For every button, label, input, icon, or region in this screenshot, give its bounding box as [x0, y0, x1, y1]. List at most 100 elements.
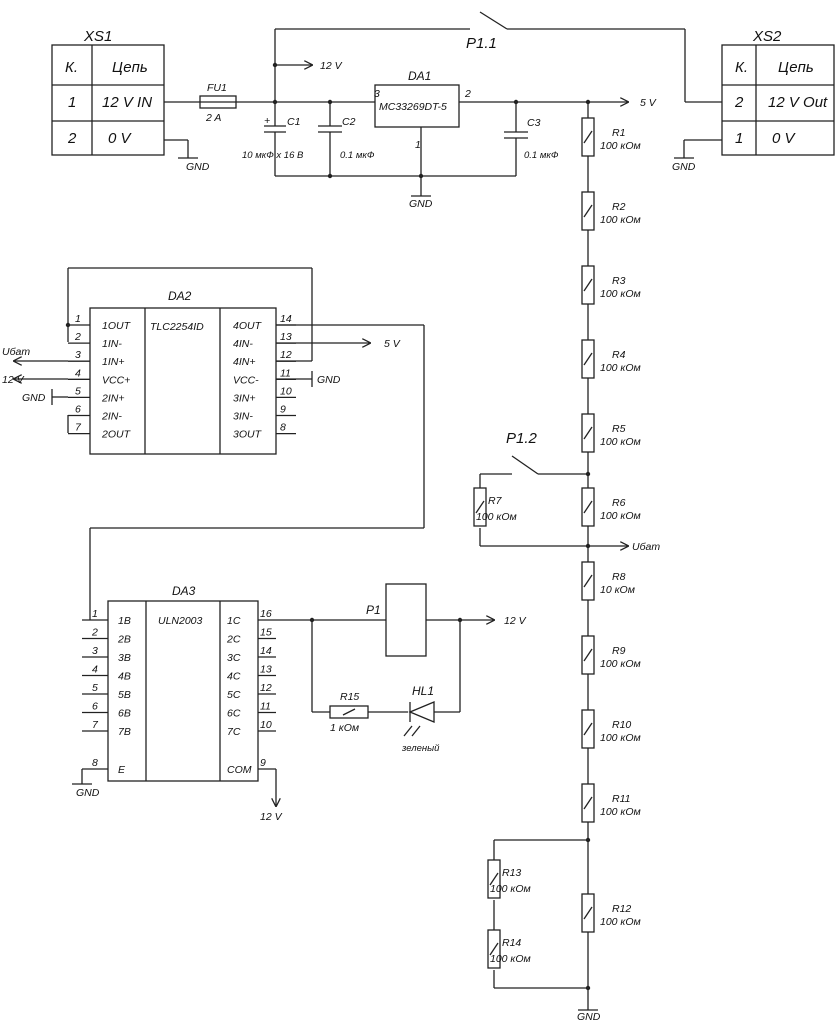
p12-label: P1.2 — [506, 430, 538, 447]
gnd-opamp-right-label: GND — [317, 374, 341, 386]
da2-pin-12-name: 4IN+ — [233, 356, 255, 368]
da3-pin-1-num: 1 — [92, 608, 98, 620]
da3-pin-9-name: COM — [227, 764, 252, 776]
da3-pin-4-name: 4B — [118, 671, 131, 683]
da3-pin-15-num: 15 — [260, 627, 272, 639]
resistor-r1 — [581, 117, 595, 157]
resistor-r4-value: 100 кОм — [600, 362, 641, 374]
resistor-r6 — [581, 487, 595, 527]
da2-pin-14-name: 4OUT — [233, 320, 263, 332]
net-ubat-in: Uбат — [2, 346, 30, 358]
net-5v-top: 5 V — [640, 97, 657, 109]
connector-xs1: XS1 К. Цепь 1 12 V IN 2 0 V — [51, 28, 165, 156]
regulator-da1 — [374, 84, 460, 128]
resistor-r10 — [581, 709, 595, 749]
resistor-r7-value: 100 кОм — [476, 511, 517, 523]
net-12v-opamp: 12 V — [2, 374, 25, 386]
da3-ref: DA3 — [172, 584, 196, 598]
resistor-r14 — [487, 929, 501, 969]
da3-pin-11-name: 6C — [227, 708, 241, 720]
da3-pin-3-name: 3B — [118, 652, 131, 664]
c1-ref: C1 — [287, 116, 300, 128]
c1-value: 10 мкФ x 16 В — [242, 150, 304, 161]
gnd-opamp-left-label: GND — [22, 392, 46, 404]
fu1-ref: FU1 — [207, 82, 227, 94]
switch-p12 — [511, 455, 539, 475]
da2-pin-4-num: 4 — [75, 367, 81, 379]
da2-pin-10-name: 3IN+ — [233, 392, 255, 404]
xs1-row2-net: 0 V — [108, 130, 133, 147]
da3-pin-4-num: 4 — [92, 664, 98, 676]
da2-part: TLC2254ID — [150, 321, 204, 333]
da3-pin-2-name: 2B — [117, 634, 131, 646]
xs1-row2-k: 2 — [67, 130, 77, 147]
hl1-ref: HL1 — [412, 684, 434, 698]
da3-pin-15-name: 2C — [226, 634, 241, 646]
da2-pin-11-name: VCC- — [233, 374, 259, 386]
da3-pin-11-num: 11 — [260, 701, 271, 713]
gnd-xs1-label: GND — [186, 161, 210, 173]
c2-value: 0.1 мкФ — [340, 150, 375, 161]
r15-ref: R15 — [340, 691, 359, 703]
resistor-r8-ref: R8 — [612, 571, 626, 583]
resistor-r1-ref: R1 — [612, 127, 625, 139]
da3-pin-8-num: 8 — [92, 757, 98, 769]
relay-coil-p1 — [385, 583, 427, 657]
da3-pin-12-name: 5C — [227, 689, 241, 701]
c3-ref: C3 — [527, 117, 541, 129]
da2-pin-4-name: VCC+ — [102, 374, 130, 386]
resistor-r7 — [473, 487, 487, 527]
resistor-r5-value: 100 кОм — [600, 436, 641, 448]
xs2-head-k: К. — [735, 59, 748, 76]
resistor-r9 — [581, 635, 595, 675]
da3-pin-3-num: 3 — [92, 645, 98, 657]
resistor-r1-value: 100 кОм — [600, 140, 641, 152]
xs2-title: XS2 — [752, 28, 782, 45]
resistor-r13 — [487, 859, 501, 899]
resistor-r10-ref: R10 — [612, 719, 631, 731]
da2-pin-14-num: 14 — [280, 313, 292, 325]
gnd-da3-label: GND — [76, 787, 100, 799]
resistor-r13-ref: R13 — [502, 867, 521, 879]
resistor-r4 — [581, 339, 595, 379]
da3-pin-16-num: 16 — [260, 608, 272, 620]
da3-pin-13-name: 4C — [227, 671, 241, 683]
da2-pin-10-num: 10 — [280, 385, 292, 397]
resistor-r4-ref: R4 — [612, 349, 626, 361]
resistor-r3-ref: R3 — [612, 275, 626, 287]
gnd-da1-label: GND — [409, 198, 433, 210]
da2-pin-2-name: 1IN- — [102, 338, 122, 350]
switch-p11 — [479, 11, 508, 30]
resistor-r5 — [581, 413, 595, 453]
da2-pin-6-name: 2IN- — [101, 411, 122, 423]
da3-pin-12-num: 12 — [260, 682, 272, 694]
resistor-r9-value: 100 кОм — [600, 658, 641, 670]
xs1-row1-net: 12 V IN — [102, 94, 152, 111]
da2-pin-6-num: 6 — [75, 404, 81, 416]
da2-pin-1-num: 1 — [75, 313, 81, 325]
relay-section: P1 12 V R15 1 кОм HL1 зеленый — [276, 583, 527, 754]
net-12v-top: 12 V — [320, 60, 343, 72]
da2-pin-1-name: 1OUT — [102, 320, 132, 332]
da3-pin-7-name: 7B — [118, 726, 131, 738]
da1-pin-gnd: 1 — [415, 139, 421, 151]
da2-pin-8-name: 3OUT — [233, 429, 263, 441]
da3-pin-6-name: 6B — [118, 708, 131, 720]
net-ubat-out: Uбат — [632, 541, 660, 553]
resistor-r3-value: 100 кОм — [600, 288, 641, 300]
da3-pin-10-name: 7C — [227, 726, 241, 738]
da3-pin-9-num: 9 — [260, 757, 266, 769]
da3-pin-2-num: 2 — [91, 627, 98, 639]
c3-value: 0.1 мкФ — [524, 150, 559, 161]
resistor-r5-ref: R5 — [612, 423, 626, 435]
c2-ref: C2 — [342, 116, 356, 128]
resistor-r9-ref: R9 — [612, 645, 626, 657]
da1-pin-out: 2 — [464, 88, 471, 100]
da3-pin-8-name: E — [118, 764, 126, 776]
da2-pin-7-num: 7 — [75, 422, 82, 434]
da2-pin-3-name: 1IN+ — [102, 356, 124, 368]
da3-pin-5-name: 5B — [118, 689, 131, 701]
gnd-xs2-label: GND — [672, 161, 696, 173]
